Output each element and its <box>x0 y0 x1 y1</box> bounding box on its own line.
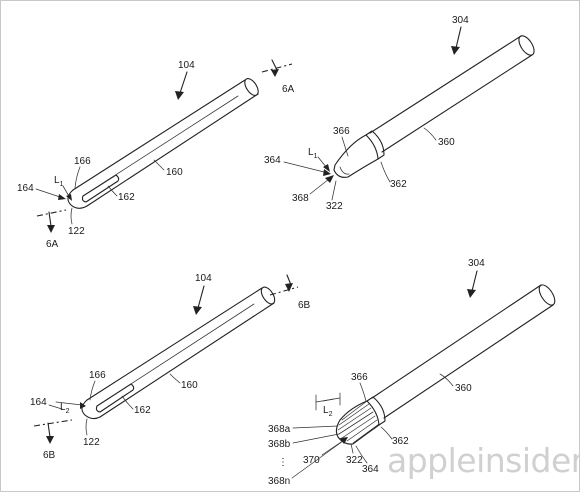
label-368a: 368a <box>268 424 291 435</box>
pencil-slot <box>81 174 120 203</box>
label-304-top: 304 <box>452 15 469 26</box>
pencil-tip <box>67 189 88 209</box>
label-6A-top: 6A <box>282 84 295 95</box>
label-364-top: 364 <box>264 155 281 166</box>
label-364-bottom: 364 <box>362 464 379 475</box>
label-368-top: 368 <box>292 193 309 204</box>
label-360-top: 360 <box>438 137 455 148</box>
stylus-collar-b <box>366 396 386 426</box>
figure-bottom-left: 6B 104 6B 160 162 166 L2 164 122 <box>30 273 311 461</box>
label-164-bottom: 164 <box>30 397 47 408</box>
label-362-top: 362 <box>390 179 407 190</box>
label-104-bottom: 104 <box>195 273 212 284</box>
section-arrowhead-top <box>271 69 279 77</box>
label-162: 162 <box>118 192 135 203</box>
watermark-text: appleinsider <box>387 441 580 480</box>
label-122-bottom: 122 <box>83 437 100 448</box>
label-122: 122 <box>68 226 85 237</box>
label-370: 370 <box>303 455 320 466</box>
label-6A-bottom: 6A <box>46 239 59 250</box>
stylus-fibers <box>337 400 380 444</box>
pencil-end-cap <box>244 78 259 96</box>
label-166-bottom: 166 <box>89 370 106 381</box>
stylus-collar <box>365 130 385 160</box>
label-304-bottom: 304 <box>468 258 485 269</box>
label-160: 160 <box>166 167 183 178</box>
section-line-top <box>261 63 293 73</box>
label-322-bottom: 322 <box>346 455 363 466</box>
section-arrow-top <box>271 59 278 71</box>
stylus-body <box>369 35 522 134</box>
appleinsider-logo: appleinsider <box>387 441 580 480</box>
label-164: 164 <box>17 183 34 194</box>
figure-bottom-right: 304 360 362 366 L2 368a 368b ⋮ 368n 370 … <box>268 258 556 487</box>
figure-top-right: 304 360 362 366 L1 364 368 322 <box>264 15 535 212</box>
label-366-bottom: 366 <box>351 372 368 383</box>
section-line-bottom-b <box>33 419 73 427</box>
pencil-body-b <box>86 287 263 401</box>
label-ellipsis: ⋮ <box>278 457 288 468</box>
label-360-bottom: 360 <box>455 383 472 394</box>
label-362-bottom: 362 <box>392 436 409 447</box>
label-160-bottom: 160 <box>181 380 198 391</box>
section-line-bottom <box>36 209 67 217</box>
pencil-end-cap-b <box>260 286 276 305</box>
label-368n: 368n <box>268 476 290 487</box>
label-368b: 368b <box>268 439 291 450</box>
label-6B-bottom: 6B <box>43 450 56 461</box>
label-104: 104 <box>178 60 195 71</box>
label-322-top: 322 <box>326 201 343 212</box>
figure-top-left: 6A 6A 104 160 162 166 L1 164 <box>17 59 295 250</box>
label-L2-bottom-right: L2 <box>323 405 333 418</box>
label-6B-top: 6B <box>298 300 311 311</box>
label-L2: L2 <box>60 402 70 415</box>
stylus-end-cap <box>518 35 535 56</box>
label-162-bottom: 162 <box>134 405 151 416</box>
pencil-slot-b <box>95 383 135 413</box>
label-366-top: 366 <box>333 126 350 137</box>
section-arrow-bottom <box>48 211 52 227</box>
label-L1-top-right: L1 <box>308 147 318 160</box>
stylus-cone <box>333 134 379 178</box>
section-line-top-b <box>269 286 299 296</box>
stylus-body-b <box>371 284 542 399</box>
label-L1: L1 <box>54 175 64 188</box>
stylus-end-cap-b <box>538 284 556 306</box>
pencil-body <box>72 79 246 191</box>
label-166: 166 <box>74 156 91 167</box>
